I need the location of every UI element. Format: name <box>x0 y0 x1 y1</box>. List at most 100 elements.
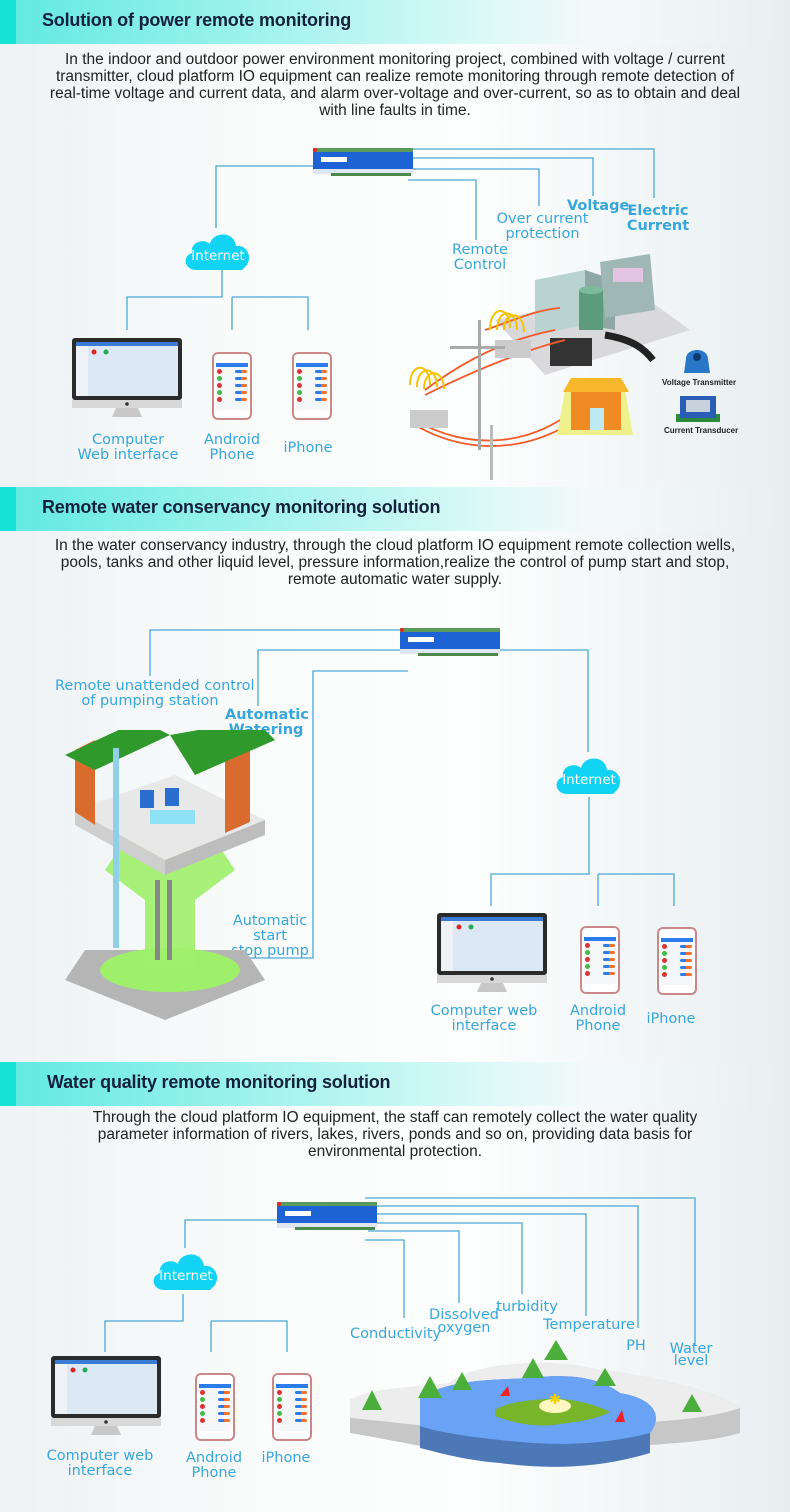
section-header-water-conservancy: Remote water conservancy monitoring solu… <box>0 487 790 531</box>
line-remote-control <box>408 179 477 240</box>
section-description: In the indoor and outdoor power environm… <box>49 51 741 119</box>
label-unattended-control: Remote unattended control of pumping sta… <box>55 678 255 709</box>
label-over-current-line1: Over current <box>496 211 589 227</box>
label-computer-line2: Web interface <box>77 447 179 463</box>
line-unattended <box>149 629 408 676</box>
label-android: Android Phone <box>192 433 272 463</box>
android-phone-icon <box>195 1373 235 1441</box>
io-device-icon <box>400 628 500 656</box>
label-over-current: Over current protection <box>495 212 590 242</box>
label-android-line1: Android <box>203 432 261 448</box>
label-voltage: Voltage <box>567 198 630 214</box>
line-conductivity <box>365 1239 405 1318</box>
internet-cloud: Internet <box>150 1248 222 1292</box>
iphone-icon <box>657 927 697 995</box>
section-title: Remote water conservancy monitoring solu… <box>42 497 441 517</box>
label-water-level-line1: Water <box>669 1341 713 1357</box>
line-dissolved <box>368 1230 460 1303</box>
label-electric-current-line1: Electric <box>627 203 689 219</box>
label-temperature: Temperature <box>543 1317 635 1333</box>
section-description: Through the cloud platform IO equipment,… <box>92 1109 698 1160</box>
label-electric-current-line2: Current <box>626 218 690 234</box>
line-internet-to-clients-1 <box>126 270 223 330</box>
label-remote-control: Remote Control <box>445 243 515 273</box>
cloud-icon <box>153 1254 218 1290</box>
label-computer-line1: Computer web <box>46 1448 154 1464</box>
voltage-transmitter-icon <box>684 350 710 373</box>
label-water-level-line2: level <box>673 1353 709 1369</box>
section-header-water-quality: Water quality remote monitoring solution <box>0 1062 790 1106</box>
power-substation-illustration <box>409 254 690 480</box>
section-title: Water quality remote monitoring solution <box>47 1072 391 1092</box>
label-android-line2: Phone <box>575 1018 621 1034</box>
label-turbidity: turbidity <box>496 1299 558 1315</box>
internet-label: Internet <box>159 1268 213 1284</box>
internet-cloud: Internet <box>182 228 254 272</box>
section-description: In the water conservancy industry, throu… <box>54 537 736 588</box>
line-clients-branch-1 <box>232 296 309 330</box>
label-android-line1: Android <box>569 1003 627 1019</box>
header-accent-bar <box>0 1062 16 1106</box>
label-computer-line1: Computer <box>91 432 165 448</box>
line-clients-branch-3 <box>211 1320 288 1352</box>
lake-illustration: ✱ <box>350 1340 740 1467</box>
label-pump-line1: Automatic <box>232 913 308 929</box>
label-ph: PH <box>626 1338 646 1354</box>
label-dissolved-oxygen: Dissolved oxygen <box>428 1307 500 1336</box>
pumping-station-illustration <box>65 730 275 1020</box>
iphone-icon <box>272 1373 312 1441</box>
cloud-icon <box>556 758 621 794</box>
section-title: Solution of power remote monitoring <box>42 10 351 30</box>
header-accent-bar <box>0 487 16 531</box>
line-internet-to-clients-2 <box>490 797 590 906</box>
label-android: Android Phone <box>174 1451 254 1481</box>
label-unattended-line1: Remote unattended control <box>55 678 255 694</box>
header-accent-bar <box>0 0 16 44</box>
label-android-line2: Phone <box>191 1465 237 1481</box>
line-internet-to-clients-3 <box>104 1294 184 1352</box>
label-iphone: iPhone <box>646 1011 696 1027</box>
line-watering <box>257 649 401 706</box>
line-device-to-internet-2 <box>493 649 589 752</box>
iphone-icon <box>292 352 332 420</box>
section-header-power: Solution of power remote monitoring <box>0 0 790 44</box>
internet-label: Internet <box>562 772 616 788</box>
line-over-current <box>408 168 540 206</box>
label-computer-line2: interface <box>67 1463 133 1479</box>
internet-cloud: Internet <box>553 752 625 796</box>
android-phone-icon <box>580 926 620 994</box>
svg-text:✱: ✱ <box>549 1391 561 1407</box>
label-automatic-pump: Automatic start stop pump <box>228 914 312 959</box>
label-remote-control-line1: Remote <box>452 242 508 258</box>
label-watering-line1: Automatic <box>225 707 309 723</box>
io-device-icon <box>277 1202 377 1230</box>
line-voltage <box>408 157 594 196</box>
android-phone-icon <box>212 352 252 420</box>
label-dissolved-line1: Dissolved <box>429 1307 499 1323</box>
label-computer-line2: interface <box>451 1018 517 1034</box>
label-water-level: Water level <box>666 1341 716 1369</box>
line-turbidity <box>368 1222 523 1294</box>
line-water-level <box>365 1197 696 1345</box>
label-android: Android Phone <box>558 1004 638 1034</box>
label-voltage-transmitter: Voltage Transmitter <box>662 378 737 387</box>
line-device-to-internet-1 <box>215 165 318 228</box>
label-computer: Computer web interface <box>30 1449 170 1479</box>
label-remote-control-line2: Control <box>453 257 507 273</box>
label-dissolved-line2: oxygen <box>437 1320 491 1336</box>
computer-monitor-icon <box>437 913 547 992</box>
io-device-icon <box>313 148 413 176</box>
computer-monitor-icon <box>51 1356 161 1435</box>
label-conductivity: Conductivity <box>350 1326 442 1342</box>
label-iphone: iPhone <box>283 440 333 456</box>
line-clients-branch-2 <box>598 873 675 906</box>
label-computer: Computer web interface <box>414 1004 554 1034</box>
label-android-line1: Android <box>185 1450 243 1466</box>
cloud-icon <box>185 234 250 270</box>
line-electric-current <box>398 148 655 198</box>
label-android-line2: Phone <box>209 447 255 463</box>
label-unattended-line2: of pumping station <box>81 693 219 709</box>
current-transducer-icon <box>676 396 720 422</box>
label-iphone: iPhone <box>261 1450 311 1466</box>
computer-monitor-icon <box>72 338 182 417</box>
